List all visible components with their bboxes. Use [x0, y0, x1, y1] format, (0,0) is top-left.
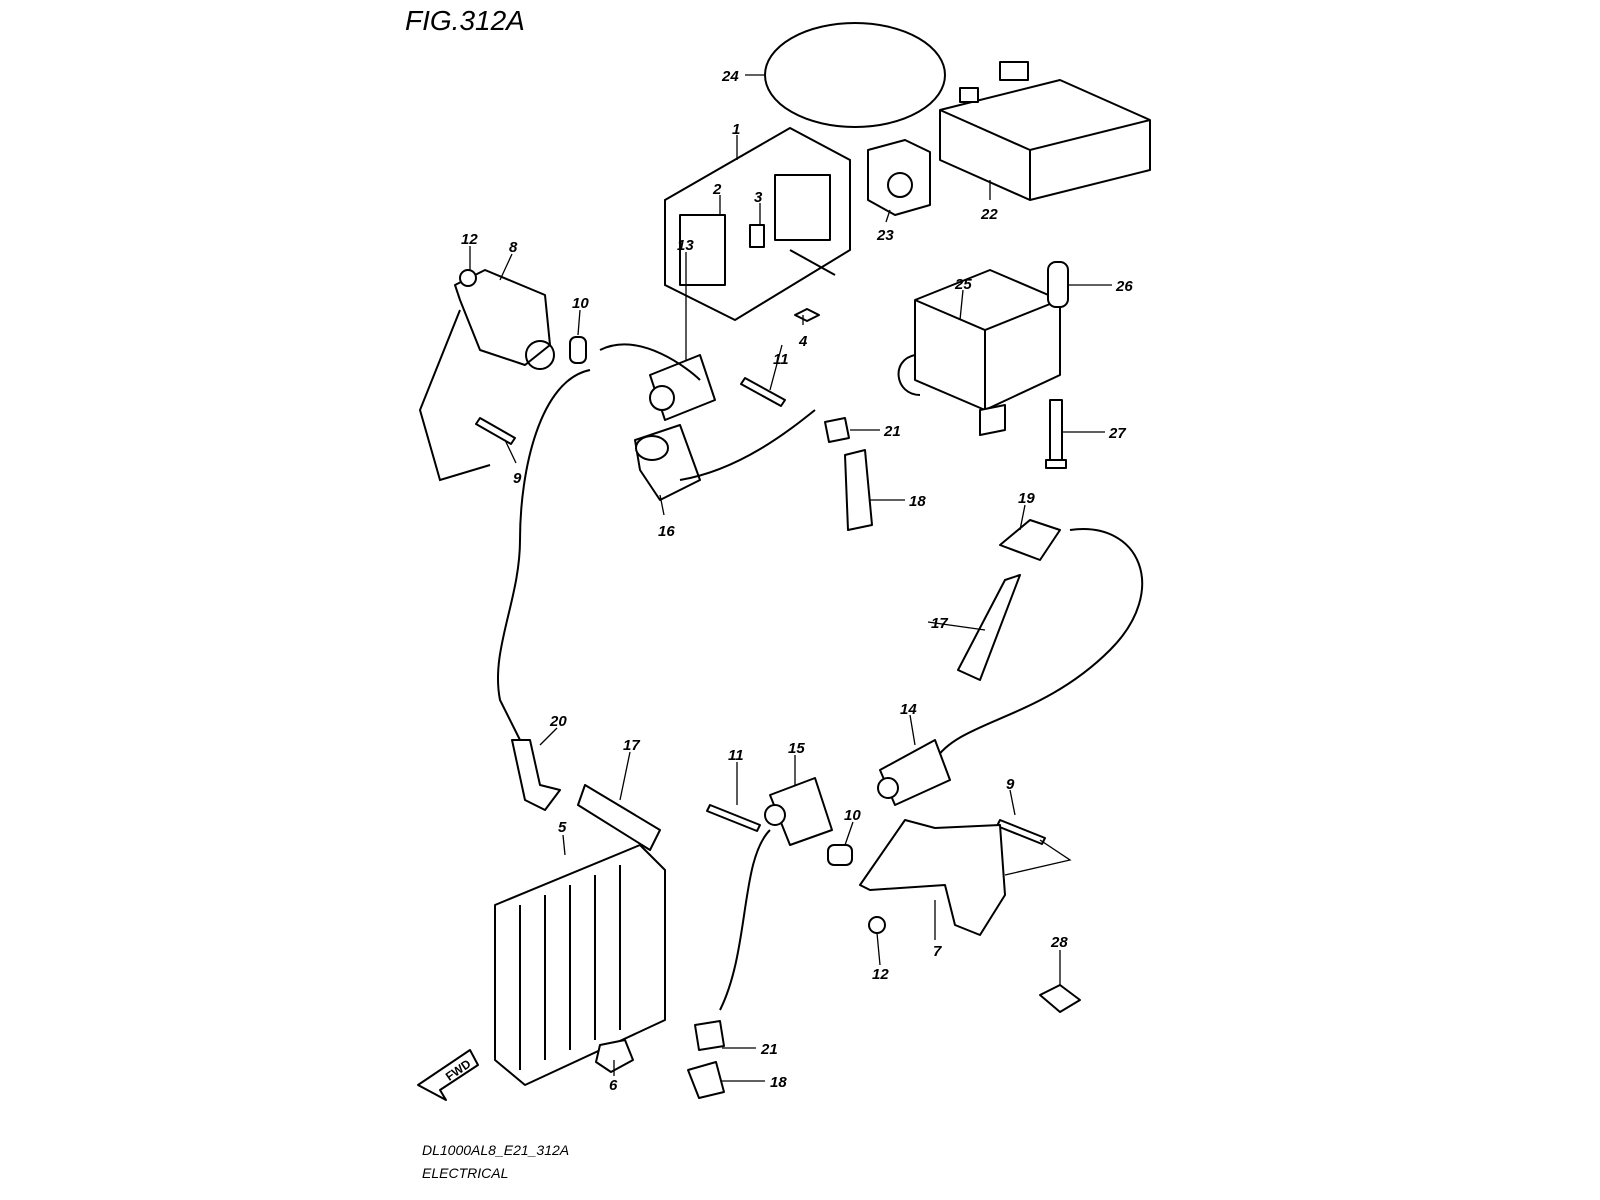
- callout-4: 4: [798, 333, 808, 350]
- part-24-gasket-ring[interactable]: [764, 22, 946, 128]
- callout-11: 11: [773, 351, 789, 368]
- callout-9: 9: [513, 470, 522, 487]
- high-tension-cord-2[interactable]: [934, 528, 1144, 761]
- part-11-bolt[interactable]: [740, 377, 786, 407]
- callout-22: 22: [980, 206, 998, 223]
- callout-18: 18: [909, 493, 926, 510]
- part-20-cap[interactable]: [511, 739, 561, 811]
- part-11-bolt-2[interactable]: [706, 804, 761, 832]
- part-5-regulator-rectifier[interactable]: [494, 844, 666, 1086]
- part-21-cap[interactable]: [824, 417, 850, 443]
- part-9-bolt[interactable]: [475, 417, 516, 445]
- part-10-cushion-2[interactable]: [827, 844, 853, 866]
- fwd-arrow: FWD: [417, 1049, 479, 1101]
- callout-5: 5: [558, 819, 567, 836]
- callout-25: 25: [954, 276, 972, 293]
- callout-1: 1: [732, 121, 740, 138]
- callout-6: 6: [609, 1077, 618, 1094]
- callout-10-lower: 10: [844, 807, 861, 824]
- callout-17-left: 17: [623, 737, 640, 754]
- part-17-cap[interactable]: [957, 574, 1021, 681]
- section-name: ELECTRICAL: [422, 1165, 508, 1181]
- part-19-cap[interactable]: [999, 519, 1061, 561]
- part-25-unit[interactable]: [897, 269, 1061, 436]
- callout-28: 28: [1050, 934, 1068, 951]
- part-27-bolt[interactable]: [1045, 399, 1067, 469]
- part-8-bracket[interactable]: [418, 269, 555, 482]
- part-10-cushion[interactable]: [569, 336, 587, 364]
- lead-wire: [599, 343, 816, 481]
- part-6-nut[interactable]: [595, 1039, 634, 1073]
- part-21-cap-2[interactable]: [694, 1020, 725, 1051]
- callout-12: 12: [461, 231, 478, 248]
- callout-20: 20: [549, 713, 567, 730]
- part-18-cap[interactable]: [844, 449, 873, 531]
- callout-12-lower: 12: [872, 966, 889, 983]
- callout-8: 8: [509, 239, 518, 256]
- part-14-ignition-coil[interactable]: [877, 739, 951, 806]
- part-1-relay-assembly[interactable]: [664, 126, 851, 322]
- figure-title: FIG.312A: [405, 5, 525, 36]
- callout-14: 14: [900, 701, 917, 718]
- callout-3: 3: [754, 189, 763, 206]
- callout-15: 15: [788, 740, 805, 757]
- callout-9-lower: 9: [1006, 776, 1015, 793]
- part-17-cap-left[interactable]: [577, 784, 661, 851]
- callout-17: 17: [931, 615, 948, 632]
- part-12-nut[interactable]: [459, 269, 477, 287]
- callout-26: 26: [1115, 278, 1133, 295]
- part-13-ignition-coil[interactable]: [649, 354, 716, 421]
- callout-2: 2: [712, 181, 722, 198]
- lead-wire-2: [719, 829, 771, 1011]
- part-18-cap-2[interactable]: [687, 1061, 725, 1099]
- part-28-pad[interactable]: [1039, 984, 1081, 1013]
- callout-27: 27: [1108, 425, 1126, 442]
- high-tension-cord[interactable]: [496, 369, 591, 741]
- callout-16: 16: [658, 523, 675, 540]
- callout-7: 7: [933, 943, 942, 960]
- callout-23: 23: [876, 227, 894, 244]
- part-12-nut-2[interactable]: [868, 916, 886, 934]
- part-23-connector[interactable]: [867, 139, 931, 216]
- callout-21-lower: 21: [760, 1041, 778, 1058]
- callout-21: 21: [883, 423, 901, 440]
- part-16-ignition-coil[interactable]: [634, 424, 701, 501]
- part-26-spacer[interactable]: [1047, 261, 1069, 308]
- part-7-bracket[interactable]: [859, 819, 1006, 936]
- callout-10: 10: [572, 295, 589, 312]
- callout-11-lower: 11: [728, 747, 744, 764]
- callout-19: 19: [1018, 490, 1035, 507]
- callout-labels: 24 1 2 3 4 12 8 10 13 11 9 16 21 18 22 2…: [461, 68, 1133, 1094]
- part-9-bolt-2[interactable]: [996, 819, 1046, 845]
- leader-lines: [469, 74, 1112, 1082]
- model-code: DL1000AL8_E21_312A: [422, 1142, 569, 1158]
- callout-18-lower: 18: [770, 1074, 787, 1091]
- callout-13: 13: [677, 237, 694, 254]
- part-15-ignition-coil[interactable]: [764, 777, 833, 846]
- callout-24: 24: [721, 68, 739, 85]
- part-22-ecm[interactable]: [939, 61, 1151, 201]
